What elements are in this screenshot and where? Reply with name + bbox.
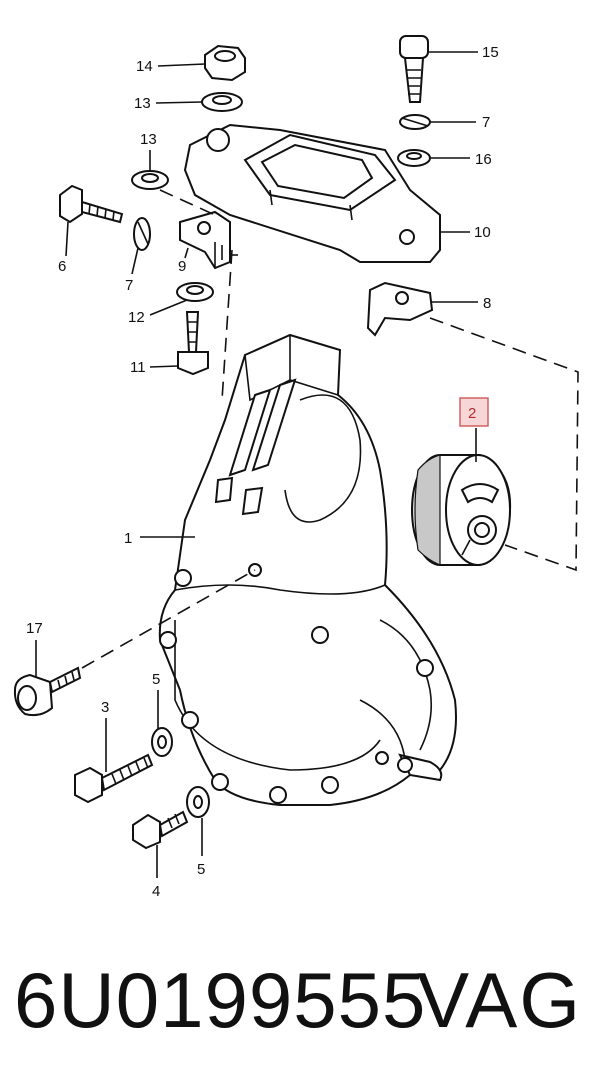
callout-11: 11 — [130, 359, 146, 376]
part-number: 6U0199555 — [14, 956, 427, 1044]
callout-5-top: 5 — [152, 671, 160, 688]
bolt-6 — [59, 184, 124, 224]
callout-15: 15 — [482, 44, 499, 61]
callout-1: 1 — [124, 530, 132, 547]
rubber-mount — [411, 454, 512, 566]
callout-13-left: 13 — [140, 131, 157, 148]
spring-washer-7-left — [133, 217, 151, 251]
gearbox-mount-bracket — [183, 123, 441, 263]
callout-2: 2 — [468, 405, 476, 422]
highlight-box — [459, 397, 489, 427]
callout-6: 6 — [58, 258, 66, 275]
transmission-housing — [158, 333, 457, 806]
washer-5-top — [151, 727, 173, 757]
callout-7-left: 7 — [125, 277, 133, 294]
callout-10: 10 — [474, 224, 491, 241]
exploded-parts-diagram: 14 13 13 15 7 16 10 8 6 7 9 12 11 1 2 17… — [13, 35, 579, 900]
leader-lines — [35, 51, 478, 878]
bolt-11 — [177, 311, 209, 376]
bolt-3 — [74, 753, 154, 804]
callout-9: 9 — [178, 258, 186, 275]
spring-washer-7-top — [399, 114, 431, 130]
callout-4: 4 — [152, 883, 160, 900]
callout-16: 16 — [475, 151, 492, 168]
assembly-lines — [81, 189, 579, 669]
bolt-15 — [399, 35, 429, 103]
bracket-9 — [179, 210, 231, 270]
washer-12 — [176, 282, 214, 302]
washer-13-left — [131, 170, 169, 190]
callout-17: 17 — [26, 620, 43, 637]
callout-8: 8 — [483, 295, 491, 312]
washer-5-bottom — [186, 786, 210, 818]
brand-label: VAG — [417, 956, 582, 1044]
bolt-4 — [132, 810, 189, 850]
callout-3: 3 — [101, 699, 109, 716]
washer-16 — [397, 149, 431, 167]
nut-14 — [204, 44, 246, 82]
footer: 6U0199555 VAG — [0, 955, 600, 1065]
callout-13-top: 13 — [134, 95, 151, 112]
callout-5-bottom: 5 — [197, 861, 205, 878]
callout-labels: 14 13 13 15 7 16 10 8 6 7 9 12 11 1 2 17… — [26, 44, 499, 900]
callout-7-top: 7 — [482, 114, 490, 131]
bolt-17 — [13, 666, 82, 717]
bracket-8 — [366, 281, 434, 337]
callout-12: 12 — [128, 309, 145, 326]
callout-14: 14 — [136, 58, 153, 75]
washer-13-top — [201, 92, 243, 112]
